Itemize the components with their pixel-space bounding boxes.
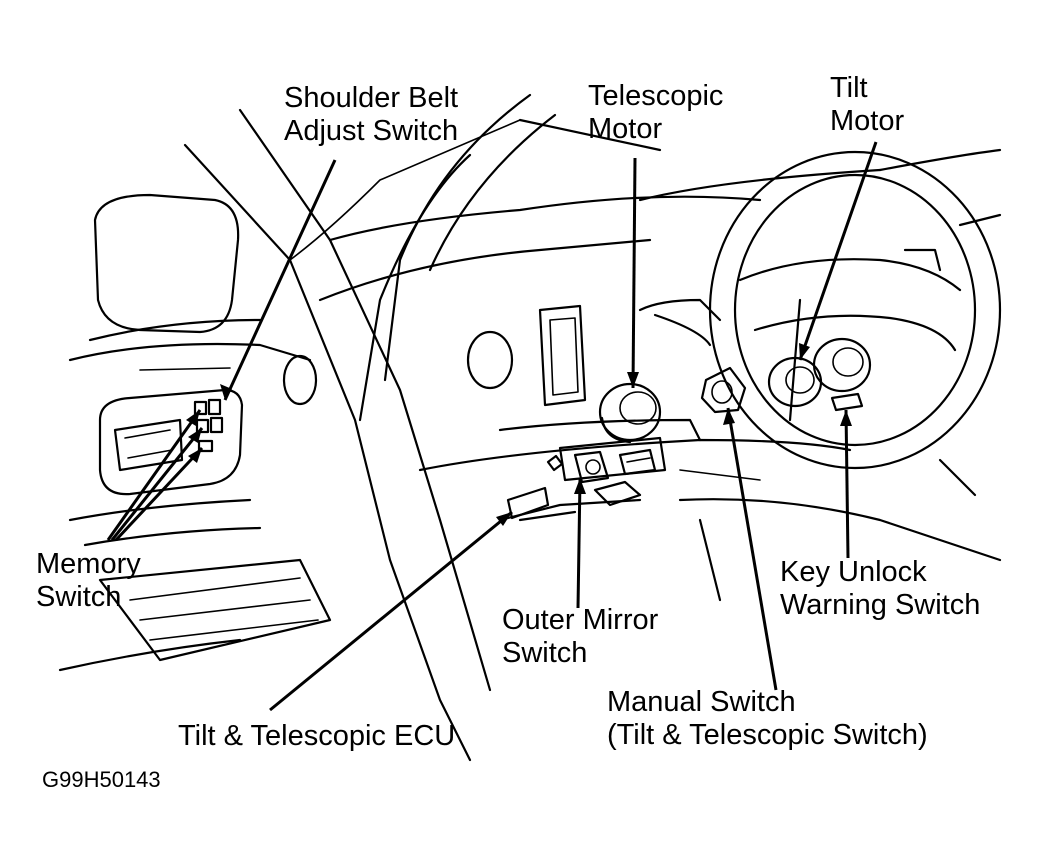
label-line: Warning Switch [780, 589, 981, 621]
mirror-icon [93, 193, 240, 334]
label-line: Outer Mirror [502, 604, 659, 636]
label-line: Adjust Switch [284, 115, 459, 147]
leader-lines [106, 141, 878, 712]
lower-switch-cluster [506, 436, 667, 522]
memory-switch-buttons [193, 398, 224, 453]
outer-mirror-switch-label: Outer Mirror Switch [502, 604, 658, 670]
figure-code: G99H50143 [42, 767, 161, 792]
dashboard [318, 148, 1002, 602]
steering-wheel-icon [708, 150, 1002, 470]
label-line: Memory [36, 548, 141, 580]
label-line: (Tilt & Telescopic Switch) [607, 719, 928, 751]
shoulder-belt-adjust-switch-label: Shoulder Belt Adjust Switch [284, 82, 458, 148]
label-line: Switch [502, 637, 588, 669]
door-panel [58, 318, 332, 672]
a-pillar [183, 93, 662, 762]
manual-switch-label: Manual Switch (Tilt & Telescopic Switch) [607, 686, 928, 752]
telescopic-motor-label: Telescopic Motor [588, 80, 723, 146]
tilt-telescopic-ecu-label: Tilt & Telescopic ECU [178, 720, 456, 752]
label-line: Key Unlock [780, 556, 927, 588]
label-line: Switch [36, 581, 122, 613]
center-vent [466, 330, 514, 390]
label-line: Telescopic [588, 80, 724, 112]
label-line: Motor [830, 105, 905, 137]
key-unlock-warning-switch-label: Key Unlock Warning Switch [780, 556, 980, 622]
tilt-motor-label: Tilt Motor [830, 72, 904, 138]
label-line: Tilt [830, 72, 868, 104]
label-line: Shoulder Belt [284, 82, 459, 114]
telescopic-motor [598, 382, 662, 444]
side-vent [282, 354, 318, 406]
label-line: Manual Switch [607, 686, 796, 718]
door-handle-icon [98, 388, 244, 496]
memory-switch-label: Memory Switch [36, 548, 141, 614]
label-line: Motor [588, 113, 663, 145]
